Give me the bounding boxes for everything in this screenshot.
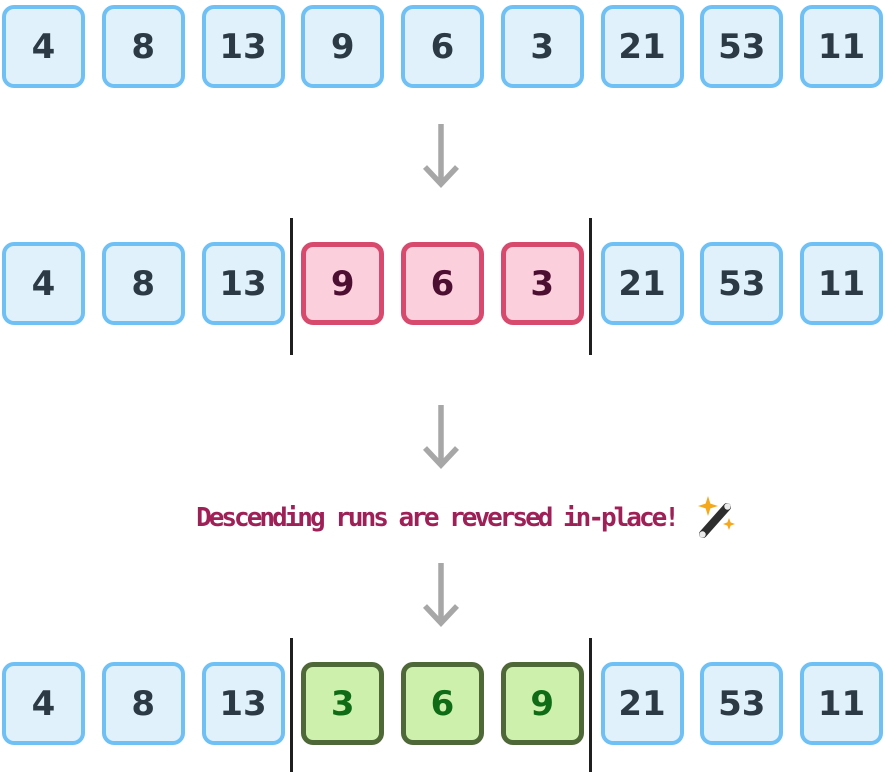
array-cell: 53: [700, 242, 784, 325]
array-cell: 8: [101, 242, 185, 325]
array-cell: 9: [301, 242, 385, 325]
array-cell: 8: [101, 662, 185, 745]
down-arrow-icon: [422, 124, 460, 189]
run-boundary-line-left: [290, 218, 293, 355]
array-cell: 21: [600, 242, 684, 325]
down-arrow-icon: [422, 563, 460, 628]
array-cell: 8: [101, 5, 185, 88]
run-boundary-line-right: [589, 218, 592, 355]
array-cell: 4: [2, 5, 85, 88]
array-cell: 6: [401, 242, 484, 325]
down-arrow-icon: [422, 405, 460, 470]
caption-line: Descending runs are reversed in-place!: [25, 494, 885, 542]
array-cell: 9: [301, 5, 385, 88]
array-cell: 6: [401, 662, 484, 745]
array-cell: 21: [600, 662, 684, 745]
array-cell: 11: [800, 5, 883, 88]
array-cell: 21: [600, 5, 684, 88]
array-cell: 3: [301, 662, 385, 745]
array-cell: 4: [2, 662, 85, 745]
magic-wand-emoji: [697, 496, 735, 538]
array-cell: 11: [800, 662, 883, 745]
array-cell: 3: [500, 242, 584, 325]
array-cell: 6: [401, 5, 484, 88]
run-boundary-line-left: [290, 638, 293, 772]
array-cell: 4: [2, 242, 85, 325]
array-cell: 11: [800, 242, 883, 325]
run-boundary-line-right: [589, 638, 592, 772]
array-cell: 13: [201, 5, 285, 88]
caption-text: Descending runs are reversed in-place!: [196, 503, 680, 533]
array-cell: 13: [201, 662, 285, 745]
array-cell: 53: [700, 662, 784, 745]
array-cell: 3: [500, 5, 584, 88]
array-cell: 13: [201, 242, 285, 325]
array-cell: 9: [500, 662, 584, 745]
array-cell: 53: [700, 5, 784, 88]
